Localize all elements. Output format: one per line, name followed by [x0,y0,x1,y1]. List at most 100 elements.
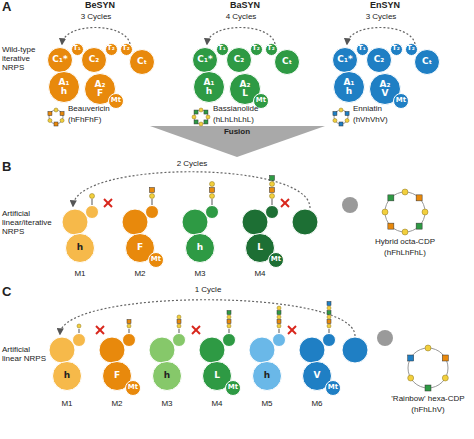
ppant-arm [179,329,180,333]
hiv-residue [277,306,281,310]
hiv-residue [442,375,448,381]
amino-residue [270,188,275,193]
annotation-label: M2 [134,270,145,279]
deletion-mark [192,326,200,334]
condensation-domain [182,209,208,235]
ppant-arm [79,329,80,333]
domain-circle: Cₜ [274,49,300,75]
domain-label: Mt [228,384,238,391]
thiolation-domain [173,334,186,347]
domain-label: T₂ [107,45,115,52]
substrate-label: V [382,89,389,98]
domain-label: Mt [128,384,138,391]
domain-circle: A₁h [48,71,80,103]
hiv-residue [333,119,337,123]
ppant-arm [129,329,130,333]
amino-residue [210,188,215,193]
annotation-label: BeSYN [85,1,115,11]
amino-residue [194,120,198,124]
release-domain [342,197,358,213]
domain-shapes [48,108,448,391]
ppant-arm [152,199,153,205]
domain-label: L [214,371,220,380]
amino-residue [388,195,394,201]
substrate-label: h [61,87,67,96]
annotation-label: M4 [254,270,265,279]
deletion-mark [104,199,112,207]
domain-label: A₂ [95,80,106,89]
domain-label: T₁ [218,45,226,52]
domain-circle: h [52,361,82,391]
domain-circle: h [152,361,182,391]
deletion-mark [96,326,104,334]
thiolation-domain [86,206,99,219]
annotation-label: (hVhVhV) [353,116,388,125]
amino-residue [127,320,131,324]
amino-residue [177,320,181,324]
hiv-residue [422,209,428,215]
cycle-loop [347,28,415,45]
ppant-arm [92,199,93,205]
thiolation-domain [73,334,86,347]
domain-label: A₂ [380,80,391,89]
domain-label: C₂ [89,55,100,64]
cycle-loop [73,172,310,208]
hiv-residue [227,324,231,328]
amino-residue [416,223,422,229]
condensation-domain [299,337,325,363]
annotation-label: 1 Cycle [195,286,222,295]
amino-residue [204,120,208,124]
domain-circle: C₁* [47,47,73,73]
ppant-arm [212,199,213,205]
deletion-mark [96,326,104,334]
annotation-label: 3 Cycles [366,13,397,22]
substrate-label: F [97,89,103,98]
annotation-label: BaSYN [230,1,260,11]
terminal-condensation-domain [292,209,318,235]
amino-residue [277,320,281,324]
domain-circle: A₁h [193,71,225,103]
domain-label: A₁ [59,78,70,87]
thiolation-domain [266,206,279,219]
domain-label: T₂ [122,45,130,52]
hiv-residue [277,324,281,328]
annotation-label: M6 [311,400,322,409]
deletion-mark [192,326,200,334]
domain-circle: Mt [125,380,141,396]
amino-residue [345,112,349,116]
annotation-label: Fusion [224,128,250,137]
domain-label: F [114,371,120,380]
annotation-label: (hFhLhFhL) [384,249,426,258]
domain-circle: h [252,361,282,391]
annotation-label: M1 [74,270,85,279]
condensation-domain [242,209,268,235]
domain-label: A₂ [240,80,251,89]
substrate-label: h [206,87,212,96]
domain-label: h [197,243,203,252]
domain-circle: A₁h [333,71,365,103]
fusion-arrow [150,126,325,157]
hiv-residue [60,119,64,123]
substrate-label: L [242,89,248,98]
hiv-residue [48,119,52,123]
domain-label: T₂ [267,45,275,52]
domain-label: h [64,371,70,380]
panel-letter: B [2,160,11,174]
hiv-residue [345,119,349,123]
hiv-residue [270,194,275,199]
domain-label: Mt [111,97,121,104]
amino-residue [408,355,414,361]
hiv-residue [206,115,210,119]
domain-label: A₁ [344,78,355,87]
hiv-residue [327,324,331,328]
annotation-label: M4 [211,400,222,409]
annotation-label: Bassianolide [213,105,258,114]
hiv-residue [210,182,215,187]
cycle-loop [207,28,275,45]
domain-label: C₂ [374,55,385,64]
hiv-residue [199,108,203,112]
amino-residue [388,223,394,229]
domain-circle: C₁* [192,47,218,73]
domain-label: Mt [271,256,281,263]
condensation-domain [199,337,225,363]
